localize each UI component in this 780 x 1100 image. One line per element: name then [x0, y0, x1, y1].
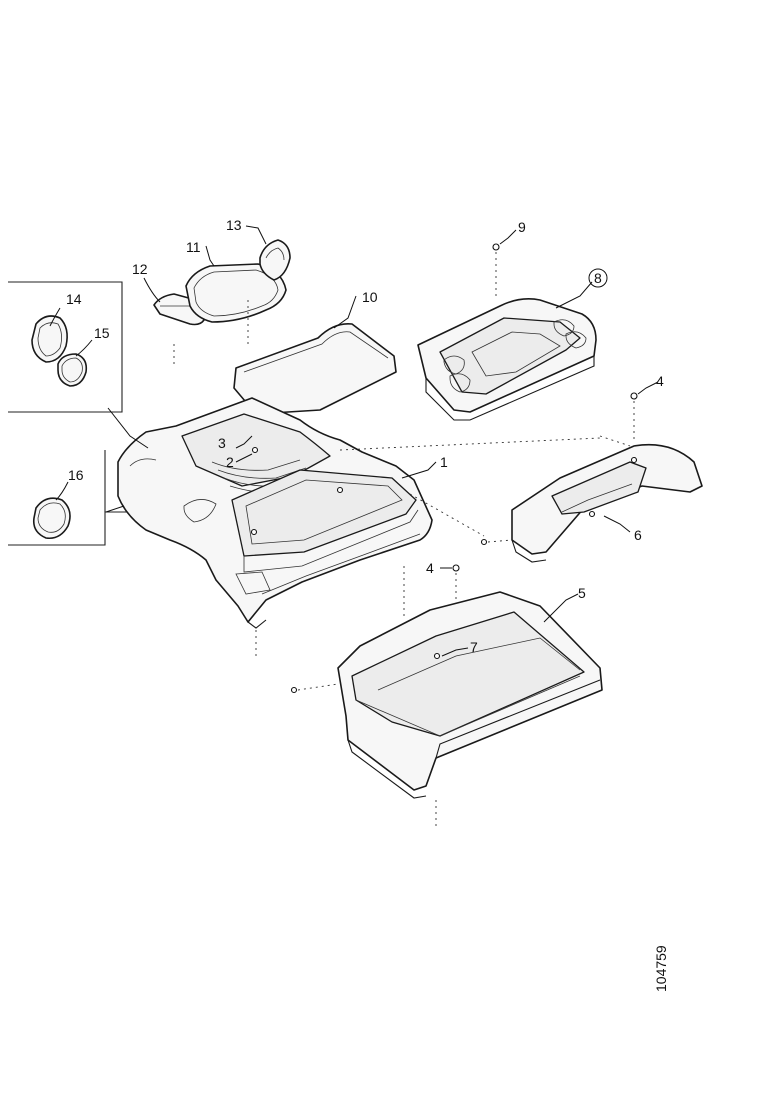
- assembly-guide-lines: [173, 300, 631, 830]
- callout-16: 16: [68, 467, 84, 483]
- callout-14: 14: [66, 291, 82, 307]
- callout-1: 1: [440, 454, 448, 470]
- screw-near-part-6: [480, 538, 513, 546]
- callout-labels: 1 2 3 4 4 5 6 7 8 9 10 11 12 13 14 15 16: [66, 217, 664, 655]
- callout-leaders: [49, 225, 659, 657]
- part-11-panel: [185, 263, 287, 323]
- part-4-screw-upper: [630, 392, 638, 440]
- part-14-cover: [31, 315, 68, 363]
- part-16-cover: [32, 497, 71, 540]
- part-8-tray: [417, 298, 597, 421]
- callout-8: 8: [594, 270, 602, 286]
- part-5-storage-bin: [337, 591, 603, 799]
- callout-3: 3: [218, 435, 226, 451]
- callout-11: 11: [186, 239, 201, 255]
- callout-15: 15: [94, 325, 110, 341]
- callout-13: 13: [226, 217, 242, 233]
- detail-box-14-15: [8, 281, 123, 413]
- screw-near-part-5: [290, 683, 339, 694]
- callout-5: 5: [578, 585, 586, 601]
- callout-10: 10: [362, 289, 378, 305]
- callout-4-upper: 4: [656, 373, 664, 389]
- callout-7: 7: [470, 639, 478, 655]
- callout-6: 6: [634, 527, 642, 543]
- callout-2: 2: [226, 454, 234, 470]
- callout-8-circled: 8: [588, 268, 608, 288]
- part-1-console-housing: [117, 397, 433, 629]
- callout-9: 9: [518, 219, 526, 235]
- callout-4-lower: 4: [426, 560, 434, 576]
- part-13-trim: [259, 239, 291, 281]
- callout-12: 12: [132, 261, 148, 277]
- part-4-screw-lower: [452, 564, 460, 600]
- part-6-armrest: [511, 443, 703, 563]
- figure-reference-number: 104759: [653, 945, 669, 992]
- part-10-mat: [233, 322, 397, 415]
- part-9-screw: [492, 243, 500, 300]
- part-15-cover: [57, 353, 88, 387]
